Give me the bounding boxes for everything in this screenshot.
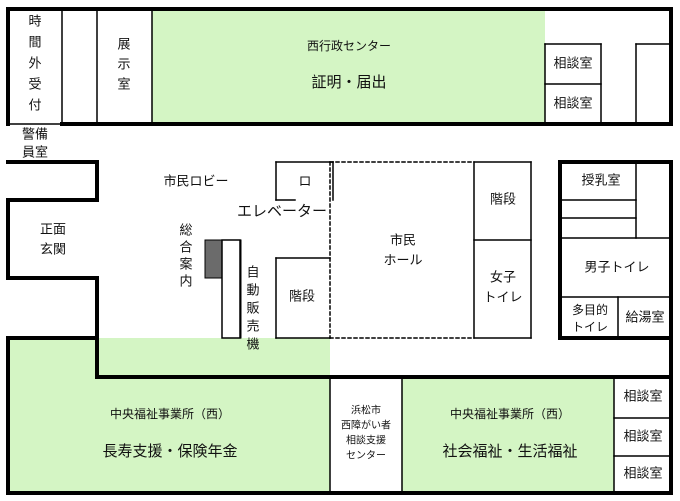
vending-machines-label: 自 bbox=[246, 266, 259, 281]
vending-machines-label: 機 bbox=[246, 338, 259, 353]
womens-toilet-label: トイレ bbox=[483, 291, 522, 306]
security-room-label: 警備 bbox=[22, 127, 48, 143]
west-admin-center-title: 西行政センター bbox=[307, 39, 391, 53]
consultation-room-label: 相談室 bbox=[623, 389, 662, 405]
consultation-room-label: 相談室 bbox=[623, 466, 662, 482]
info-desk-label: 内 bbox=[179, 274, 192, 290]
mens-toilet-label: 男子トイレ bbox=[584, 261, 649, 276]
multipurpose-toilet-label: トイレ bbox=[572, 320, 608, 334]
info-desk-label: 合 bbox=[179, 241, 192, 256]
exhibition-room-label: 示 bbox=[117, 58, 130, 73]
citizen-hall-label: ホール bbox=[383, 254, 422, 269]
vending-machines-label: 販 bbox=[246, 302, 259, 317]
citizen-lobby-label: 市民ロビー bbox=[163, 174, 228, 190]
kitchenette-label: 給湯室 bbox=[625, 310, 664, 326]
disability-support-center-label: 相談支援 bbox=[346, 434, 386, 447]
welfare-office-west-a-room bbox=[8, 338, 330, 493]
multipurpose-toilet-label: 多目的 bbox=[572, 302, 608, 317]
vending-machines bbox=[221, 239, 241, 339]
citizen-hall-label: 市民 bbox=[390, 233, 416, 249]
info-desk bbox=[204, 239, 223, 279]
after-hours-reception-label: 受 bbox=[28, 78, 41, 93]
stairs-label: 階段 bbox=[490, 193, 516, 208]
security-room-label: 員室 bbox=[22, 145, 48, 161]
after-hours-reception-label: 付 bbox=[28, 99, 41, 114]
info-desk-label: 案 bbox=[179, 258, 192, 273]
consultation-room-label: 相談室 bbox=[553, 96, 592, 112]
welfare-office-west-a-title: 中央福祉事業所（西） bbox=[110, 406, 230, 421]
after-hours-reception-label: 時 bbox=[28, 15, 41, 30]
exhibition-room-label: 展 bbox=[117, 38, 130, 53]
main-entrance-label: 玄関 bbox=[40, 243, 66, 258]
main-entrance-label: 正面 bbox=[40, 223, 66, 238]
vending-machines-label: 売 bbox=[246, 319, 259, 335]
after-hours-reception-label: 間 bbox=[28, 36, 41, 51]
vending-machines-edge bbox=[239, 239, 242, 339]
disability-support-center-label: センター bbox=[346, 450, 386, 462]
west-admin-center-room bbox=[152, 11, 545, 122]
after-hours-reception-label: 外 bbox=[28, 57, 41, 72]
womens-toilet-label: 女子 bbox=[490, 270, 516, 286]
welfare-office-west-b-room bbox=[402, 377, 614, 493]
welfare-office-west-b-title: 中央福祉事業所（西） bbox=[450, 406, 570, 421]
west-admin-center-subtitle: 証明・届出 bbox=[311, 73, 386, 91]
stairs-label: 階段 bbox=[289, 290, 315, 305]
nursing-room-label: 授乳室 bbox=[581, 173, 620, 189]
consultation-room-label: 相談室 bbox=[553, 56, 592, 72]
exhibition-room-label: 室 bbox=[117, 77, 130, 93]
vending-machines-label: 動 bbox=[246, 284, 259, 299]
elevator-symbol: ロ bbox=[298, 175, 311, 190]
welfare-office-west-a-subtitle: 長寿支援・保険年金 bbox=[102, 442, 237, 460]
info-desk-label: 総 bbox=[179, 224, 192, 239]
welfare-office-west-b-subtitle: 社会福祉・生活福祉 bbox=[442, 442, 577, 460]
disability-support-center-label: 浜松市 bbox=[351, 404, 381, 417]
elevator-label: エレベーター bbox=[237, 202, 327, 220]
disability-support-center-label: 西障がい者 bbox=[341, 419, 391, 432]
consultation-room-label: 相談室 bbox=[623, 429, 662, 445]
